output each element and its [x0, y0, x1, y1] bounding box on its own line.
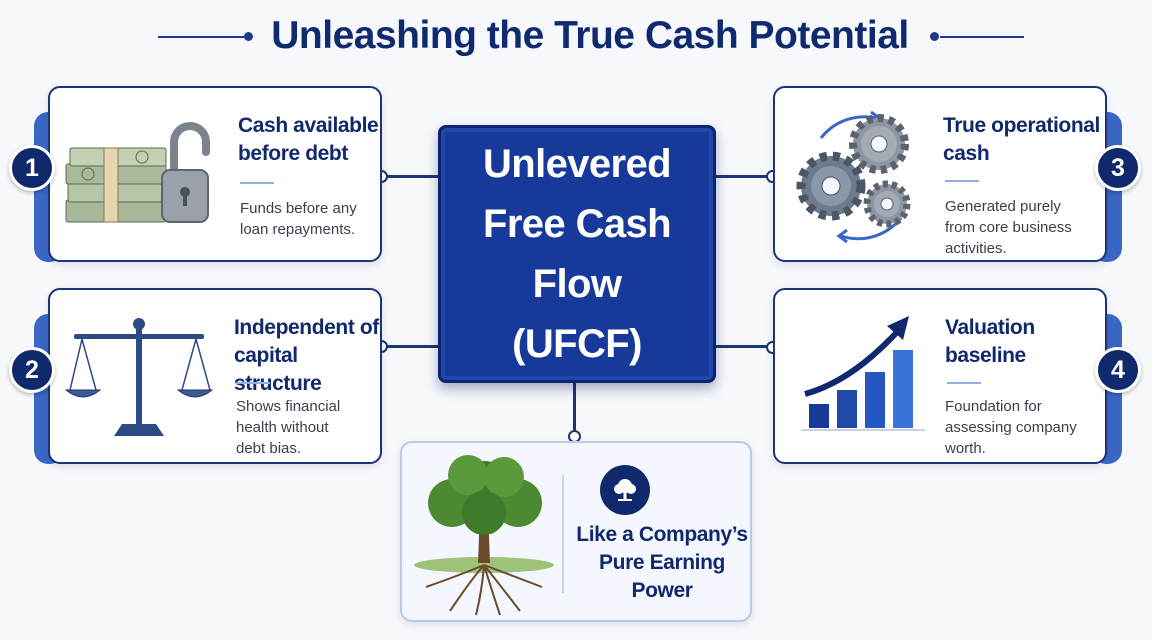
tree-illustration: [414, 455, 554, 616]
card-3-title: True operational cash: [943, 112, 1100, 168]
card-3-desc-line2: from core business: [945, 219, 1072, 236]
card-1-title-line1: Cash available: [238, 114, 379, 137]
title-dot-right: [930, 32, 939, 41]
bottom-earning-power-card: Like a Company’s Pure Earning Power: [400, 441, 752, 622]
card-3-desc-line1: Generated purely: [945, 198, 1061, 215]
center-line3: (UFCF): [512, 322, 642, 366]
card-3-desc-line3: activities.: [945, 240, 1007, 257]
card-3-title-line1: True operational: [943, 114, 1100, 137]
card-2-title: Independent of capital structure: [234, 314, 380, 398]
gears-icon: [796, 110, 911, 244]
title-line-left: [158, 36, 246, 38]
center-ufcf-box: Unlevered Free Cash Flow (UFCF): [438, 125, 716, 383]
balance-scale-icon: [64, 318, 214, 436]
card-1-rule: [240, 182, 274, 184]
card-4-title-line2: baseline: [945, 344, 1026, 367]
card-1-desc-line2: loan repayments.: [240, 221, 356, 238]
card-4-title-line1: Valuation: [945, 316, 1035, 339]
card-2-rule: [236, 382, 270, 384]
card-1-description: Funds before any loan repayments.: [240, 198, 357, 240]
card-4-desc-line2: assessing company: [945, 419, 1077, 436]
badge-4: 4: [1095, 347, 1141, 393]
center-line2: Free Cash Flow: [482, 202, 672, 306]
card-2-desc-line3: debt bias.: [236, 440, 302, 457]
page-title: Unleashing the True Cash Potential: [271, 14, 909, 57]
card-4-rule: [947, 382, 981, 384]
card-2-title-line2: capital structure: [234, 344, 322, 395]
card-2-desc-line1: Shows financial: [236, 398, 341, 415]
title-line-right: [940, 36, 1024, 38]
title-row: Unleashing the True Cash Potential: [0, 12, 1152, 62]
connector-2: [386, 345, 438, 348]
connector-bottom: [573, 383, 576, 435]
badge-2: 2: [9, 347, 55, 393]
title-dot-left: [244, 32, 253, 41]
bottom-line2: Pure Earning Power: [599, 551, 725, 602]
badge-3: 3: [1095, 145, 1141, 191]
card-valuation-baseline: Valuation baseline Foundation for assess…: [773, 288, 1107, 464]
badge-1: 1: [9, 145, 55, 191]
bottom-caption: Like a Company’s Pure Earning Power: [576, 521, 748, 605]
card-3-description: Generated purely from core business acti…: [945, 196, 1072, 259]
card-2-title-line1: Independent of: [234, 316, 379, 339]
card-3-rule: [945, 180, 979, 182]
card-independent-capital: Independent of capital structure Shows f…: [48, 288, 382, 464]
bottom-divider: [562, 475, 564, 593]
card-1-title-line2: before debt: [238, 142, 348, 165]
card-2-description: Shows financial health without debt bias…: [236, 396, 340, 459]
card-4-desc-line1: Foundation for: [945, 398, 1042, 415]
card-cash-before-debt: Cash available before debt Funds before …: [48, 86, 382, 262]
card-2-desc-line2: health without: [236, 419, 329, 436]
center-title: Unlevered Free Cash Flow (UFCF): [442, 134, 712, 374]
connector-3: [716, 175, 776, 178]
card-1-title: Cash available before debt: [238, 112, 379, 168]
card-1-desc-line1: Funds before any: [240, 200, 357, 217]
card-4-desc-line3: worth.: [945, 440, 986, 457]
card-true-operational-cash: True operational cash Generated purely f…: [773, 86, 1107, 262]
money-lock-icon: [65, 122, 210, 223]
card-4-description: Foundation for assessing company worth.: [945, 396, 1077, 459]
growth-chart-icon: [801, 316, 925, 431]
tree-icon: [600, 465, 650, 515]
connector-4: [716, 345, 776, 348]
connector-1: [386, 175, 438, 178]
bottom-line1: Like a Company’s: [576, 523, 748, 546]
card-4-title: Valuation baseline: [945, 314, 1035, 370]
card-3-title-line2: cash: [943, 142, 990, 165]
center-line1: Unlevered: [482, 142, 672, 186]
